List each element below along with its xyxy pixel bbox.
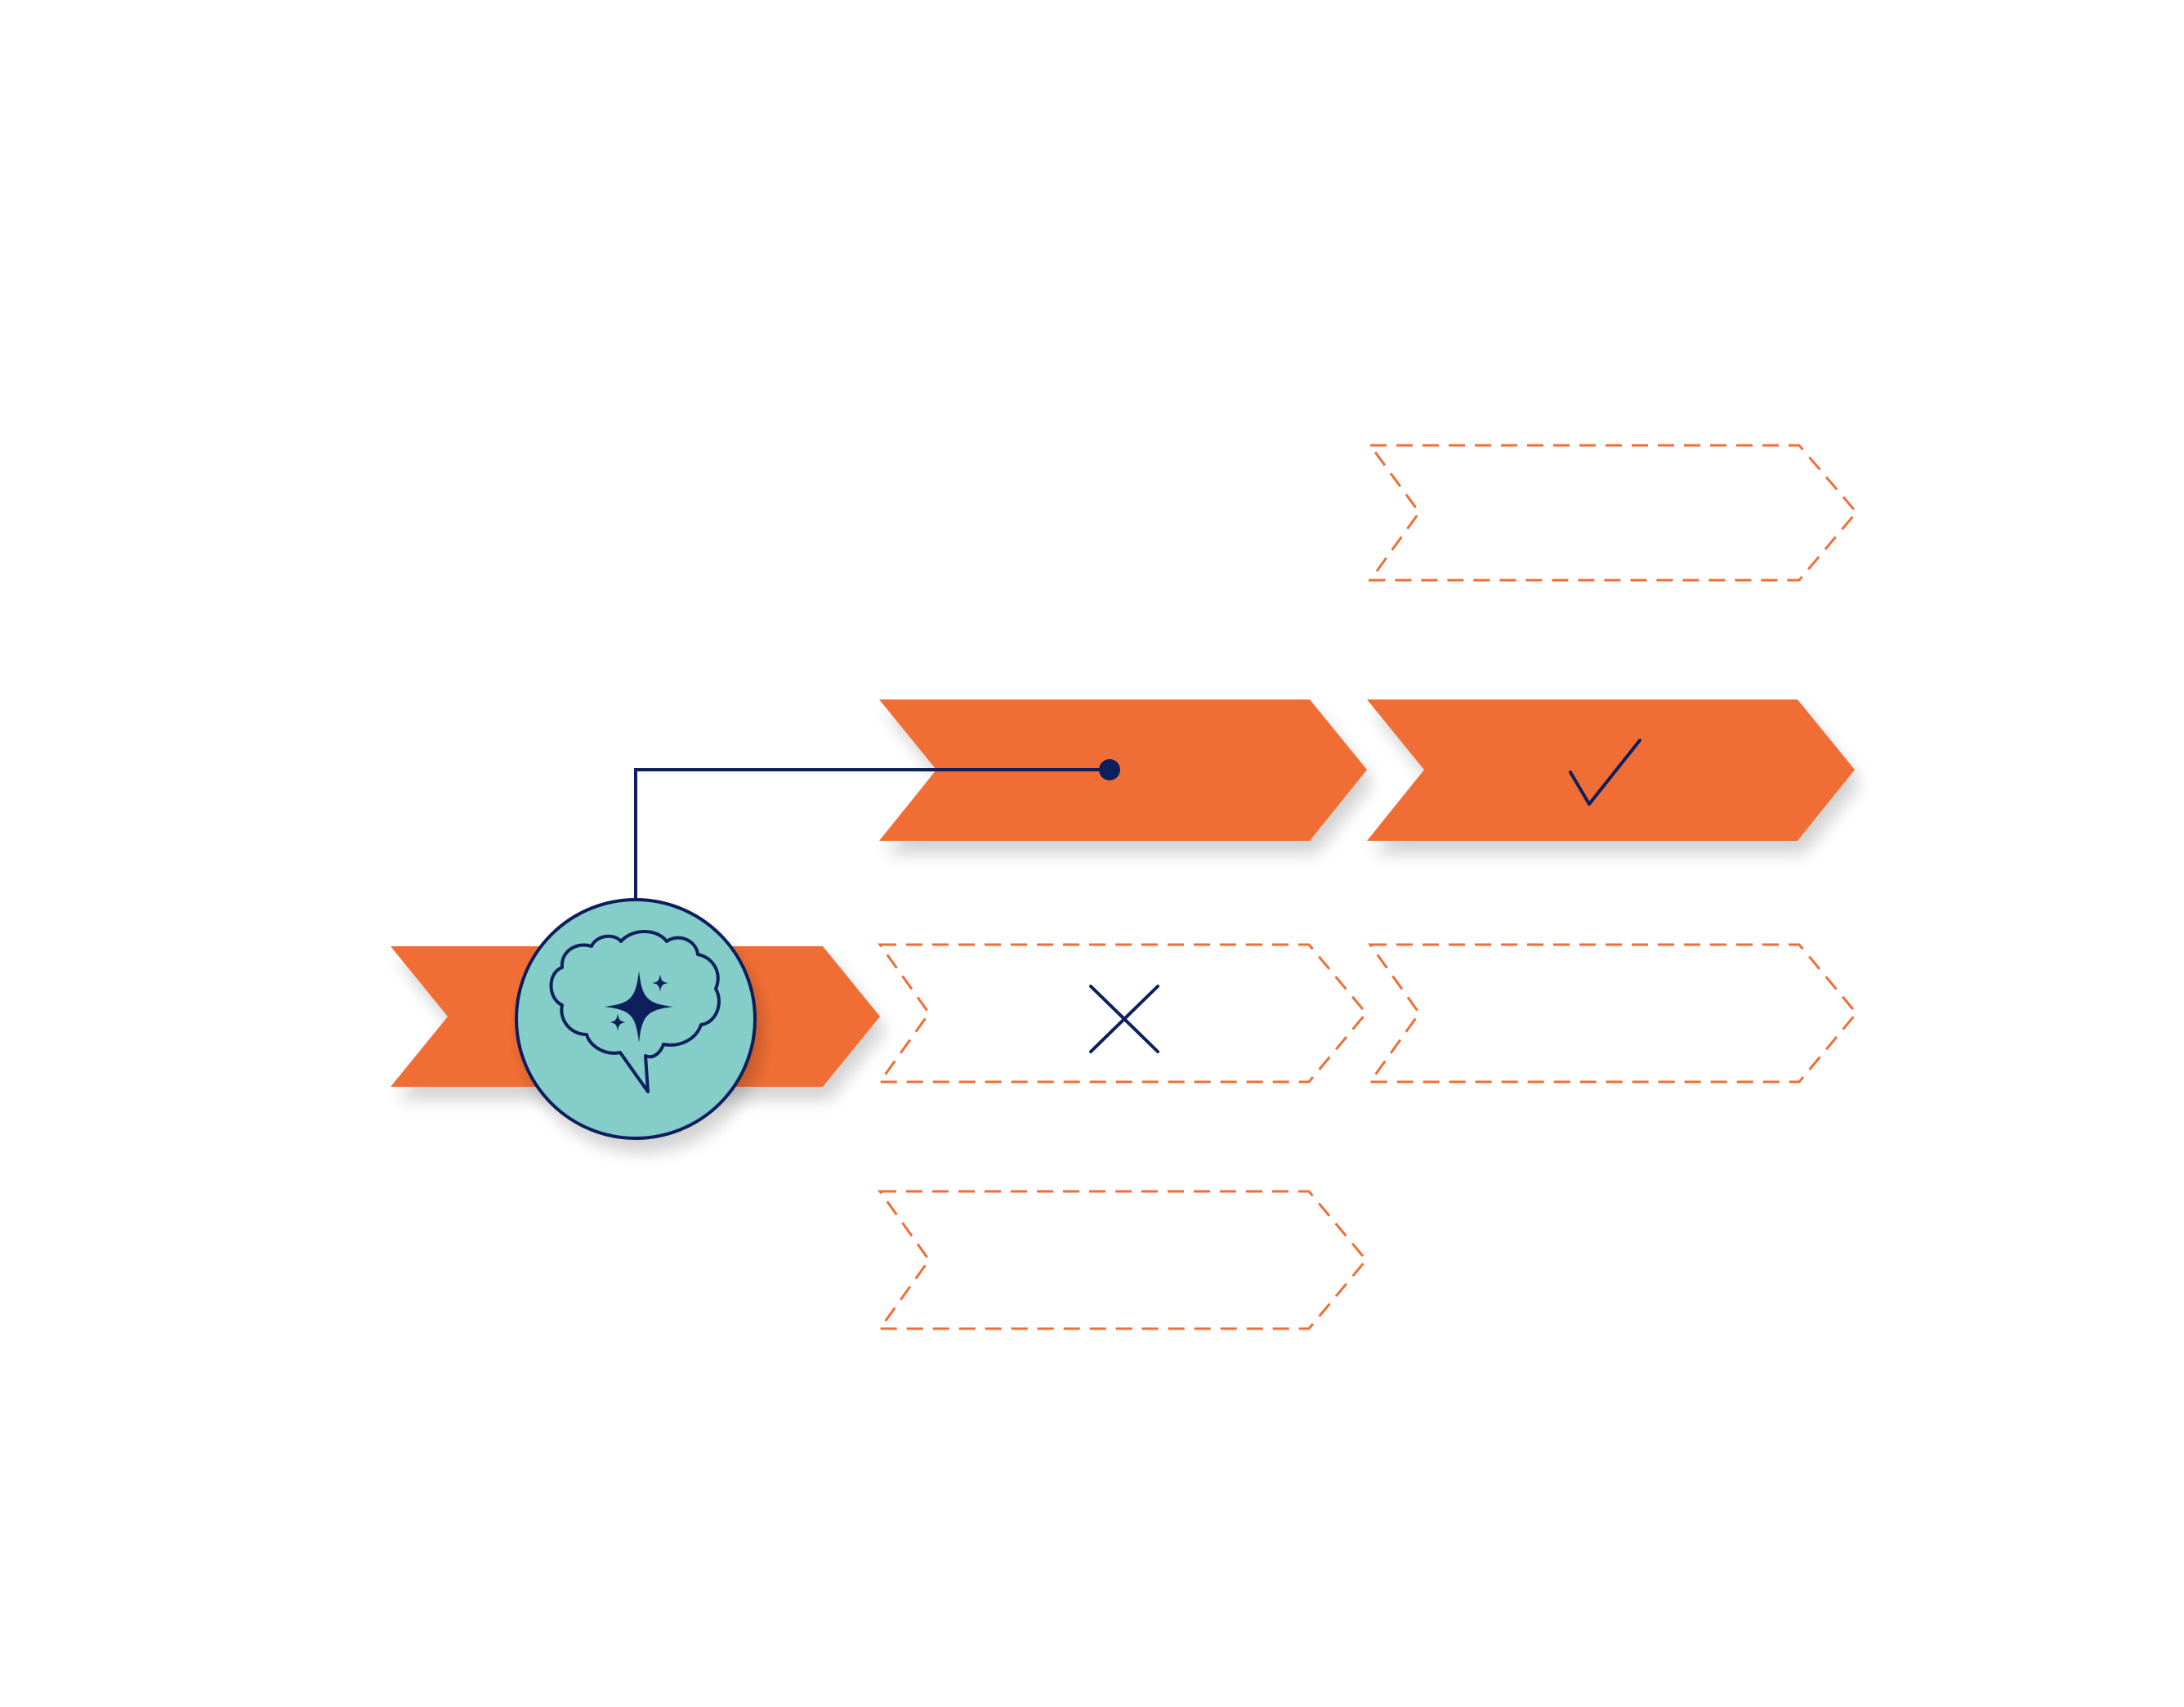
sparkle-large-icon xyxy=(605,971,673,1043)
brain-icon xyxy=(549,930,721,1093)
connector-line xyxy=(634,759,1120,905)
sparkle-small-icon xyxy=(652,974,668,992)
chevron-step-a2 xyxy=(878,943,1368,1084)
x-icon xyxy=(1089,985,1159,1053)
chevron-step-a3 xyxy=(878,1190,1368,1330)
chevron-step-b1 xyxy=(1367,699,1855,841)
chevron-step-b0 xyxy=(1368,444,1858,582)
chevron-step-b2 xyxy=(1368,943,1858,1084)
connector-dot xyxy=(1099,759,1120,780)
chevron-step-a1 xyxy=(879,699,1367,841)
check-icon xyxy=(1569,739,1641,806)
sparkle-small-icon xyxy=(610,1013,626,1031)
